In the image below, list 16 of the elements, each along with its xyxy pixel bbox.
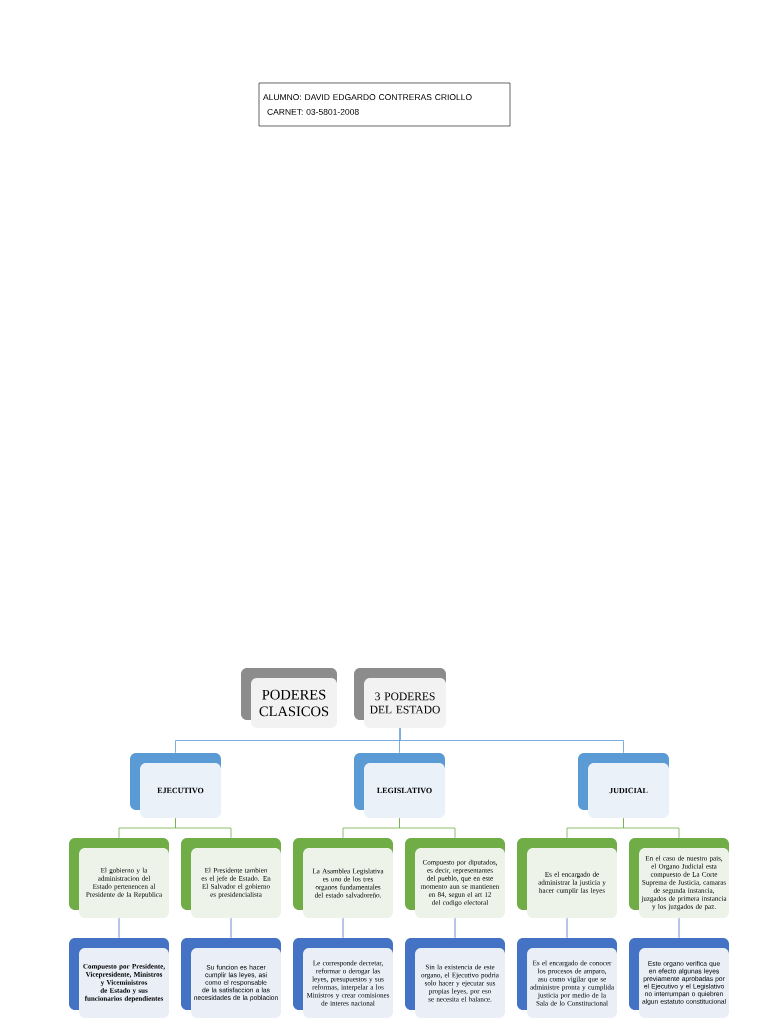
connector <box>118 917 120 939</box>
connector <box>454 917 456 939</box>
header-box: ALUMNO: DAVID EDGARDO CONTRERAS CRIOLLO CARNET: 03-5801-2008 <box>258 82 511 127</box>
branch-card: JUDICIAL <box>578 753 669 818</box>
connector <box>623 817 680 839</box>
title-card: 3 PODERES DEL ESTADO <box>354 668 446 728</box>
connector <box>399 727 624 754</box>
connector <box>175 817 232 839</box>
branch-card: LEGISLATIVO <box>354 753 445 818</box>
connector <box>399 817 456 839</box>
branch-card: EJECUTIVO <box>130 753 221 818</box>
connector <box>678 917 680 939</box>
connector <box>566 917 568 939</box>
title-card: PODERES CLASICOS <box>241 668 337 728</box>
connector <box>342 917 344 939</box>
connector <box>230 917 232 939</box>
